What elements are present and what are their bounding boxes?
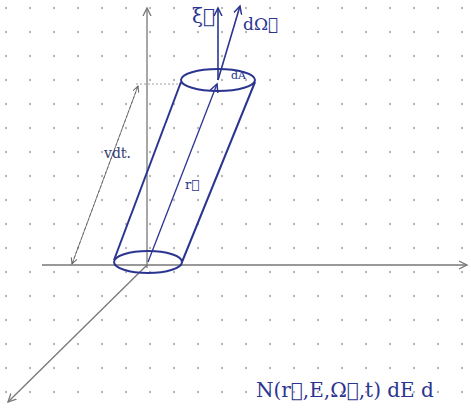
vector-label: r⃗ [185, 178, 199, 191]
vector-label: dΩ⃗ [243, 16, 278, 33]
vector-label: ξ⃗ [192, 6, 215, 26]
formula-text: N(r⃗,E,Ω⃗,t) dE d [256, 380, 434, 400]
dimension-label: vdt. [104, 146, 131, 160]
area-label: dA [231, 70, 246, 81]
